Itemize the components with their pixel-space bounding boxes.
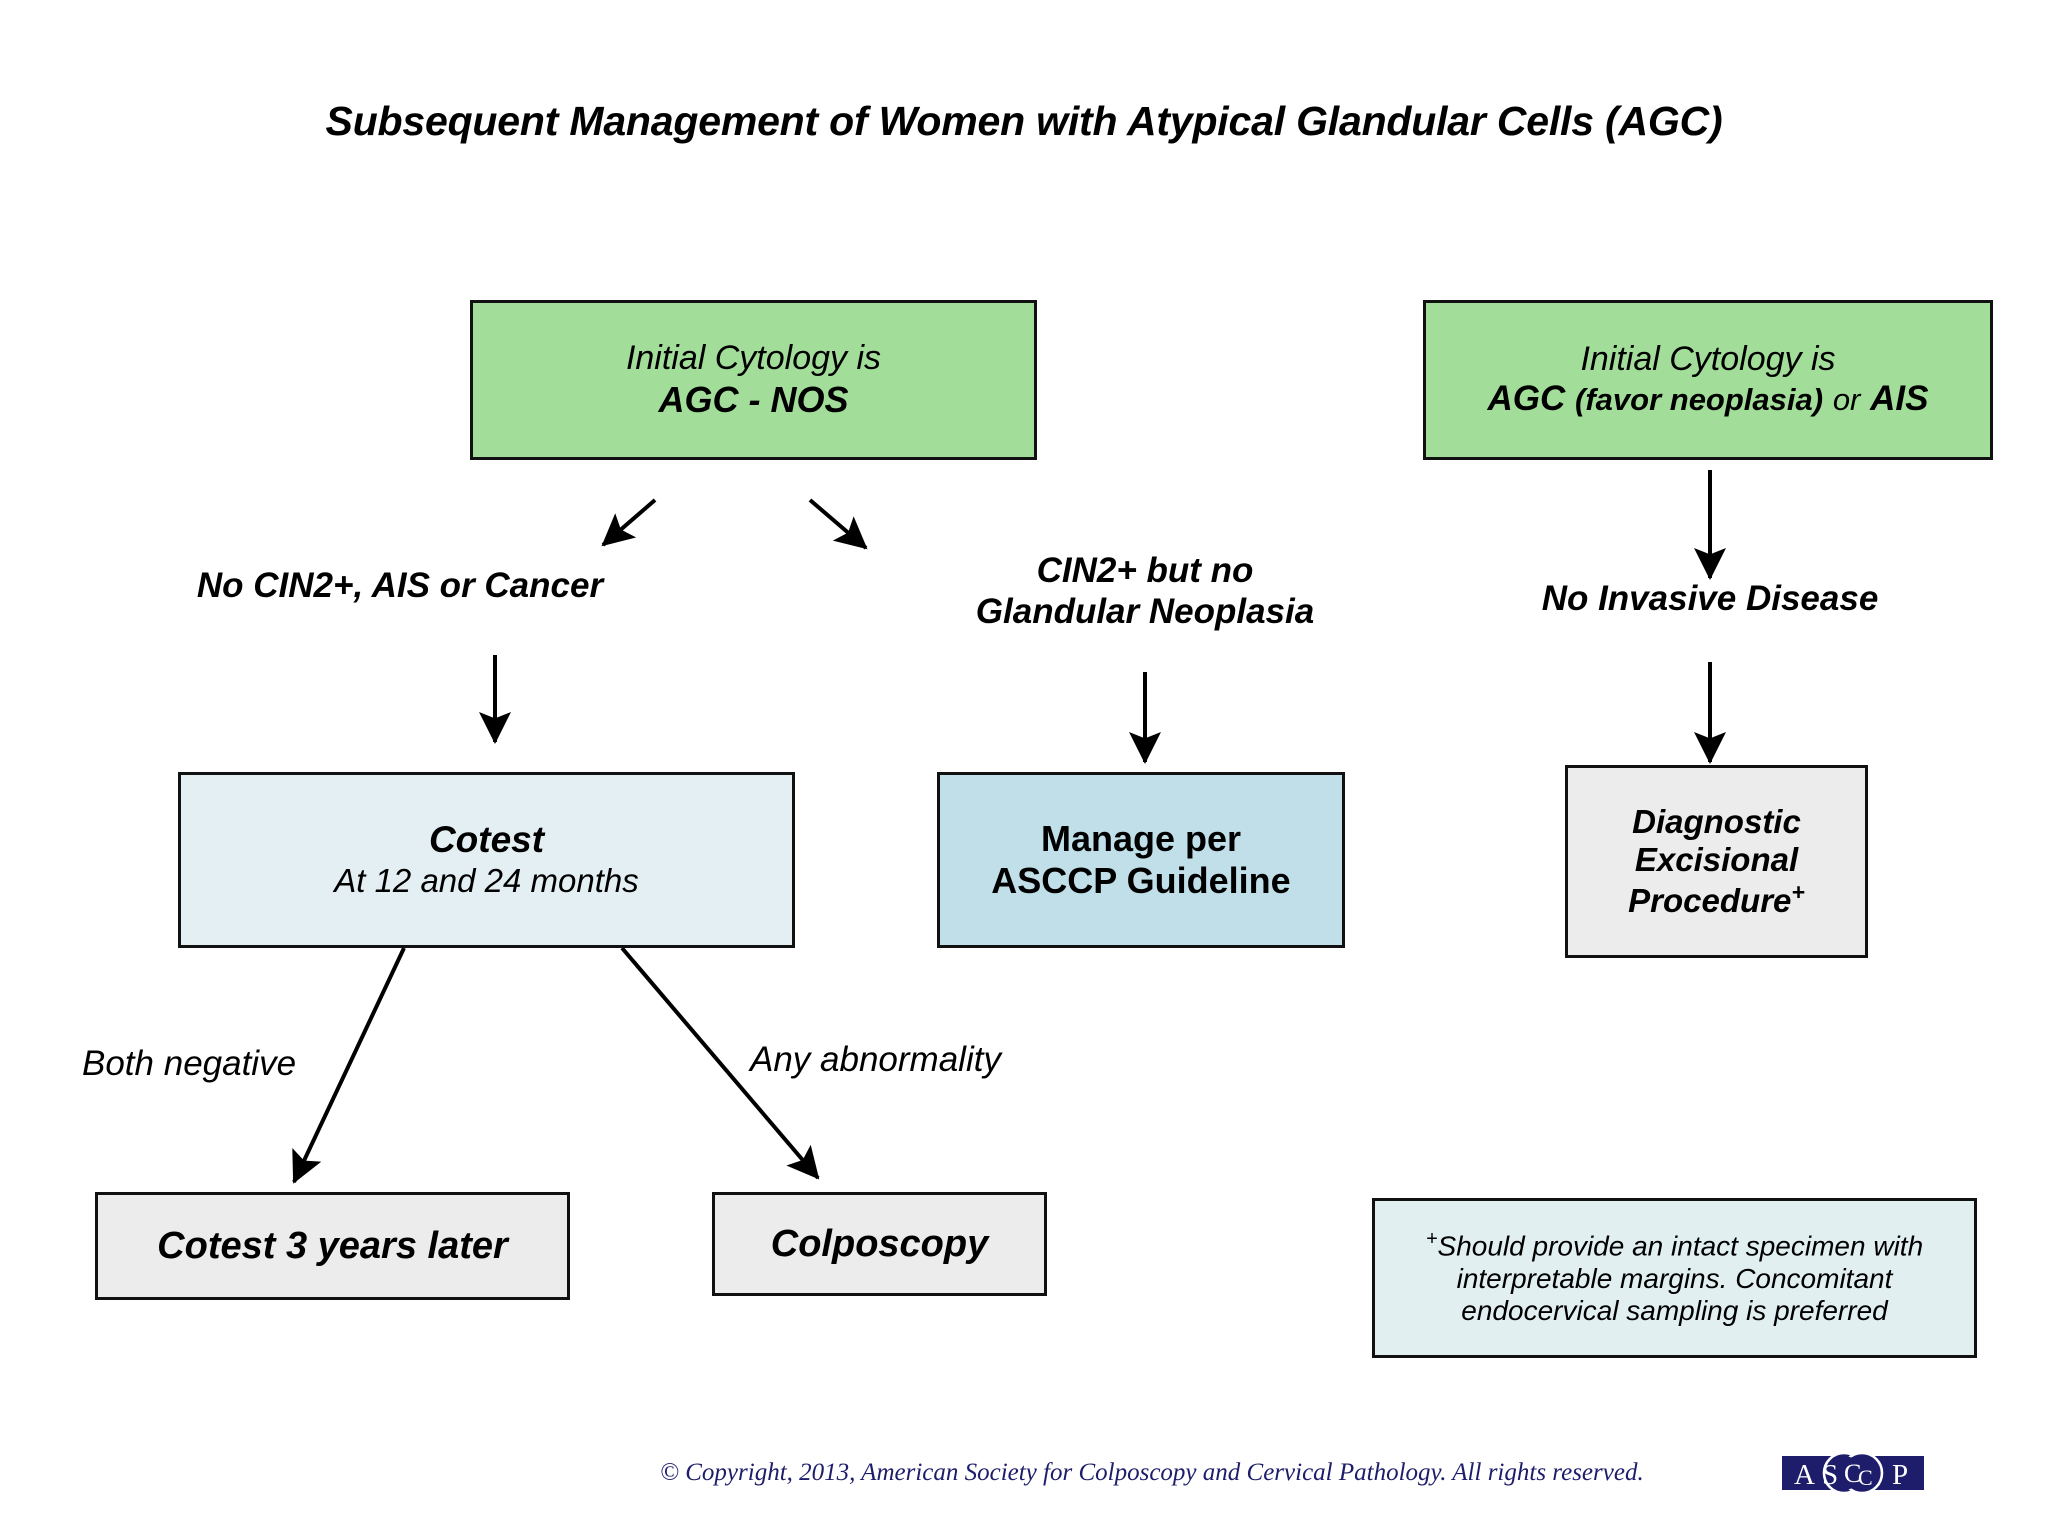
footnote-line1-text: Should provide an intact specimen with (1437, 1230, 1924, 1262)
node-agcfavor-favor-neoplasia: (favor neoplasia) (1575, 382, 1824, 418)
node-agcnos-line1: Initial Cytology is (625, 339, 882, 378)
footnote-line2: interpretable margins. Concomitant (1456, 1262, 1893, 1294)
node-manage-per-asccp-guideline[interactable]: Manage per ASCCP Guideline (937, 772, 1345, 948)
node-cotest-line2: At 12 and 24 months (334, 862, 639, 900)
node-excisional-line3: Procedure+ (1568, 879, 1865, 920)
asccp-logo-letter-a: A (1794, 1459, 1815, 1491)
node-colposcopy[interactable]: Colposcopy (712, 1192, 1047, 1296)
node-excisional-line2: Excisional (1634, 840, 1799, 878)
node-cotest[interactable]: Cotest At 12 and 24 months (178, 772, 795, 948)
node-agcfavor-ais: AIS (1870, 379, 1929, 419)
asccp-logo-letter-c2: C (1858, 1465, 1873, 1490)
page-title: Subsequent Management of Women with Atyp… (325, 98, 1723, 144)
node-agcfavor-agc: AGC (1487, 379, 1566, 419)
node-cotest-3-years-later[interactable]: Cotest 3 years later (95, 1192, 570, 1300)
node-manage-line1: Manage per (1040, 818, 1242, 860)
node-footnote-box: +Should provide an intact specimen with … (1372, 1198, 1977, 1358)
arrow-cotest-to-cotest3yr (292, 947, 406, 1184)
edge-label-cin2-no-glandular: CIN2+ but no Glandular Neoplasia (905, 550, 1385, 633)
arrow-agcnos-to-middle (808, 498, 868, 550)
node-diagnostic-excisional-procedure[interactable]: Diagnostic Excisional Procedure+ (1565, 765, 1868, 958)
node-excisional-footnote-marker: + (1791, 879, 1805, 906)
node-excisional-line3-text: Procedure (1628, 882, 1792, 920)
node-colposcopy-label: Colposcopy (770, 1222, 989, 1265)
asccp-logo: A S C C P (1782, 1451, 1924, 1497)
edge-label-any-abnormality: Any abnormality (750, 1040, 1001, 1079)
copyright-text: © Copyright, 2013, American Society for … (660, 1459, 1644, 1486)
edge-label-no-cin2: No CIN2+, AIS or Cancer (196, 566, 604, 605)
asccp-logo-letter-s: S (1822, 1459, 1838, 1491)
node-initial-cytology-agc-favor-ais[interactable]: Initial Cytology is AGC (favor neoplasia… (1423, 300, 1993, 460)
node-cotest3yr-label: Cotest 3 years later (157, 1224, 508, 1267)
footnote-line3: endocervical sampling is preferred (1461, 1295, 1888, 1327)
edge-label-no-invasive-disease: No Invasive Disease (1541, 579, 1879, 618)
footnote-marker: + (1425, 1228, 1438, 1251)
edge-label-cin2-line2: Glandular Neoplasia (975, 592, 1315, 632)
node-agcfavor-line1: Initial Cytology is (1580, 339, 1836, 378)
node-cotest-line1: Cotest (428, 819, 545, 861)
node-initial-cytology-agc-nos[interactable]: Initial Cytology is AGC - NOS (470, 300, 1037, 460)
node-agcfavor-line2: AGC (favor neoplasia) or AIS (1426, 379, 1990, 420)
edge-label-cin2-line1: CIN2+ but no (1036, 551, 1254, 590)
arrow-agcnos-to-left (601, 498, 657, 547)
node-agcfavor-or: or (1832, 382, 1861, 418)
node-manage-line2: ASCCP Guideline (991, 860, 1291, 901)
asccp-logo-letter-p: P (1892, 1459, 1908, 1491)
footnote-line1: +Should provide an intact specimen with (1375, 1228, 1974, 1263)
asccp-logo-letter-c1: C (1844, 1459, 1861, 1488)
node-agcnos-line2: AGC - NOS (658, 378, 849, 420)
edge-label-both-negative: Both negative (82, 1044, 297, 1083)
node-excisional-line1: Diagnostic (1632, 802, 1801, 840)
